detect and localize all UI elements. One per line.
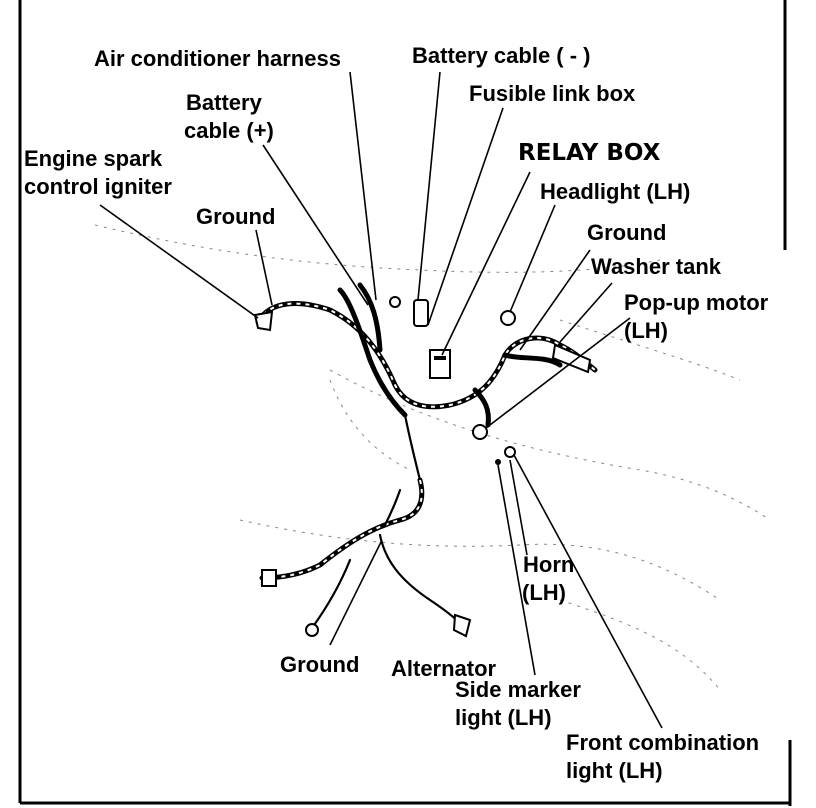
label-alternator: Alternator — [391, 656, 497, 681]
main-harness — [255, 282, 598, 630]
label-battery-cable-positive-line2: cable (+) — [184, 118, 274, 143]
label-ground-right: Ground — [587, 220, 666, 245]
vehicle-outline — [94, 224, 771, 691]
label-popup-motor-line2: (LH) — [624, 318, 668, 343]
diagram-border — [18, 0, 792, 806]
label-side-marker-line2: light (LH) — [455, 705, 552, 730]
leader-lines — [99, 71, 663, 729]
label-air-conditioner-harness: Air conditioner harness — [94, 46, 341, 71]
label-side-marker-line1: Side marker — [455, 677, 581, 702]
label-fusible-link-box: Fusible link box — [469, 81, 636, 106]
label-engine-spark-line1: Engine spark — [24, 146, 163, 171]
label-battery-cable-negative: Battery cable ( - ) — [412, 43, 591, 68]
label-popup-motor-line1: Pop-up motor — [624, 290, 769, 315]
label-front-combination-line2: light (LH) — [566, 758, 663, 783]
label-horn-line1: Horn — [523, 552, 574, 577]
label-horn-line2: (LH) — [522, 580, 566, 605]
label-washer-tank: Washer tank — [591, 254, 722, 279]
label-battery-cable-positive-line1: Battery — [186, 90, 263, 115]
label-ground-upper: Ground — [196, 204, 275, 229]
components — [253, 296, 592, 638]
label-engine-spark-line2: control igniter — [24, 174, 172, 199]
label-headlight-lh: Headlight (LH) — [540, 179, 690, 204]
label-ground-lower: Ground — [280, 652, 359, 677]
label-relay-box: RELAY BOX — [518, 140, 661, 166]
label-front-combination-line1: Front combination — [566, 730, 759, 755]
diagram-labels: Air conditioner harness Battery cable ( … — [24, 43, 769, 783]
